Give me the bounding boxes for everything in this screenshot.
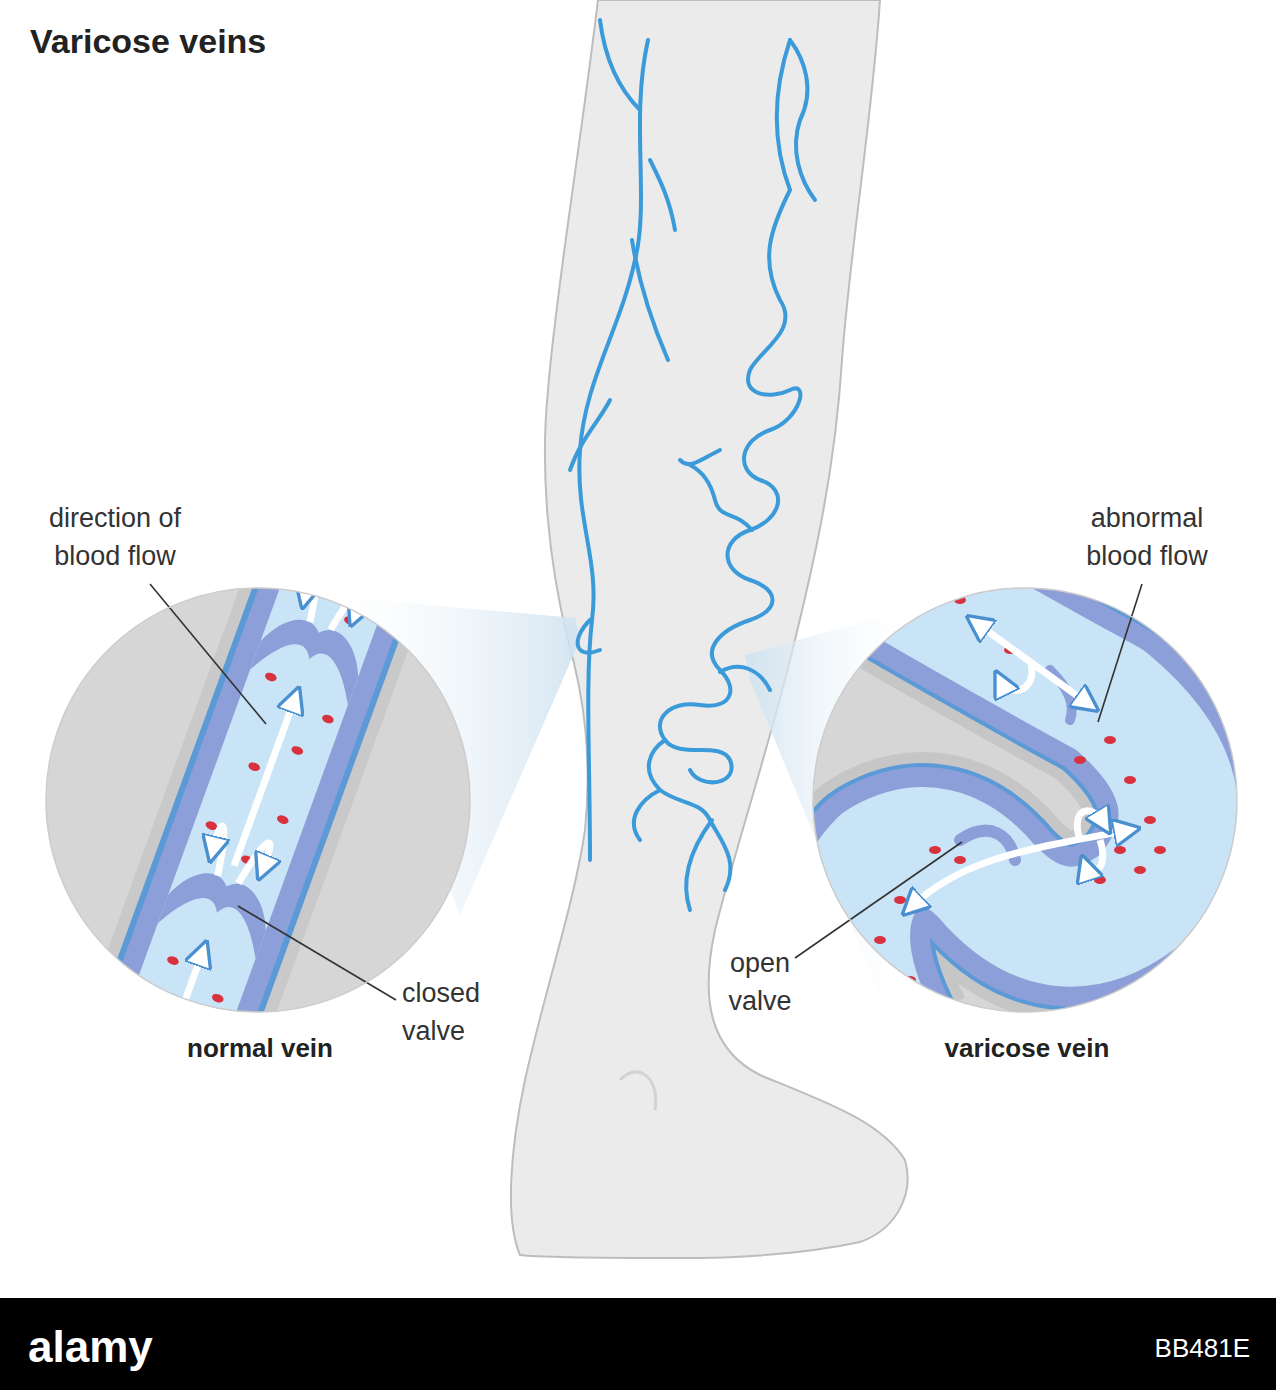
circle-heading: varicose vein xyxy=(807,1032,1247,1066)
callout-label: closed valve xyxy=(402,975,512,1051)
footer-bar xyxy=(0,1298,1276,1390)
circle-outline xyxy=(40,585,480,1025)
watermark-logo: alamy xyxy=(28,1316,228,1378)
zoom-circle: varicose vein xyxy=(807,585,1247,1074)
callout-label: abnormal blood flow xyxy=(1058,500,1236,576)
image-id: BB481E xyxy=(1100,1330,1250,1366)
callout-label: open valve xyxy=(705,945,815,1021)
varicose-vein-zoom xyxy=(813,570,1237,1040)
diagram-title: Varicose veins xyxy=(30,18,266,66)
leader-lines xyxy=(150,584,1142,1000)
knee-shadow xyxy=(620,1072,656,1110)
circle-outline xyxy=(807,585,1247,1025)
leg-veins xyxy=(570,20,815,910)
callout-label: direction of blood flow xyxy=(20,500,210,576)
